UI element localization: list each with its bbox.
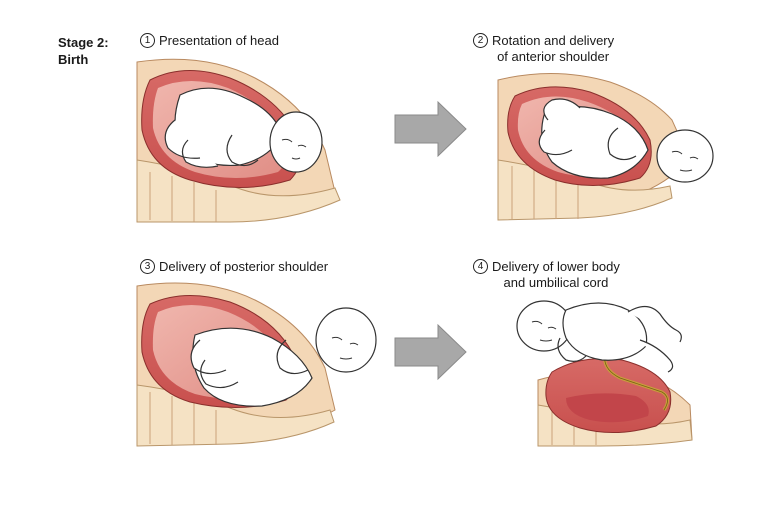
panel-4-baby-arm [557,337,587,362]
panel-2-pelvis-lines [511,166,579,219]
panel-1-baby-arm [226,134,259,167]
panel-3-pelvis-lines [149,392,217,445]
step-4-label: 4 Delivery of lower body and umbilical c… [473,259,620,291]
step-1-text: Presentation of head [159,33,279,48]
panel-1-presentation-of-head [136,58,341,223]
arrow-3-to-4 [394,323,467,381]
step-2-text-line1: Rotation and delivery [492,33,615,48]
panel-3-baby-face [331,336,359,360]
panel-2-baby-arm [607,127,637,161]
step-3-text: Delivery of posterior shoulder [159,259,329,274]
panel-4-uterus-cavity [566,393,649,423]
panel-2-rotation-anterior-shoulder [497,72,714,221]
panel-1-baby-face [281,138,307,160]
panel-4-baby-body [562,302,648,361]
step-3-number: 3 [140,259,155,274]
step-1-number: 1 [140,33,155,48]
panel-3-baby-legs [190,339,239,389]
panel-3-posterior-shoulder [136,282,377,447]
panel-1-pelvis-lines [149,172,217,222]
arrow-1-to-2 [394,100,467,158]
panel-4-lower-body-cord [516,300,693,447]
stage-title-line2: Birth [58,52,89,67]
panel-2-baby-face [671,150,699,172]
panel-4-baby-legs [627,305,682,373]
stage-title: Stage 2: Birth [58,34,109,68]
panel-2-baby-legs [538,98,581,156]
step-3-label: 3 Delivery of posterior shoulder [140,259,328,275]
panel-1-baby-legs [164,119,219,168]
step-1-label: 1 Presentation of head [140,33,279,49]
panel-2-baby-body [541,105,649,179]
stage-title-line1: Stage 2: [58,35,109,50]
step-4-number: 4 [473,259,488,274]
panel-3-baby-arm [276,339,309,375]
step-2-number: 2 [473,33,488,48]
panel-3-baby-head [315,307,377,373]
panel-4-baby-face [531,320,557,342]
step-4-text-line2: and umbilical cord [503,275,609,290]
step-4-text-line1: Delivery of lower body [492,259,620,274]
panel-1-baby-head [269,111,323,173]
step-2-label: 2 Rotation and delivery of anterior shou… [473,33,614,65]
panel-2-baby-head [656,129,714,183]
step-2-text-line2: of anterior shoulder [497,49,610,64]
